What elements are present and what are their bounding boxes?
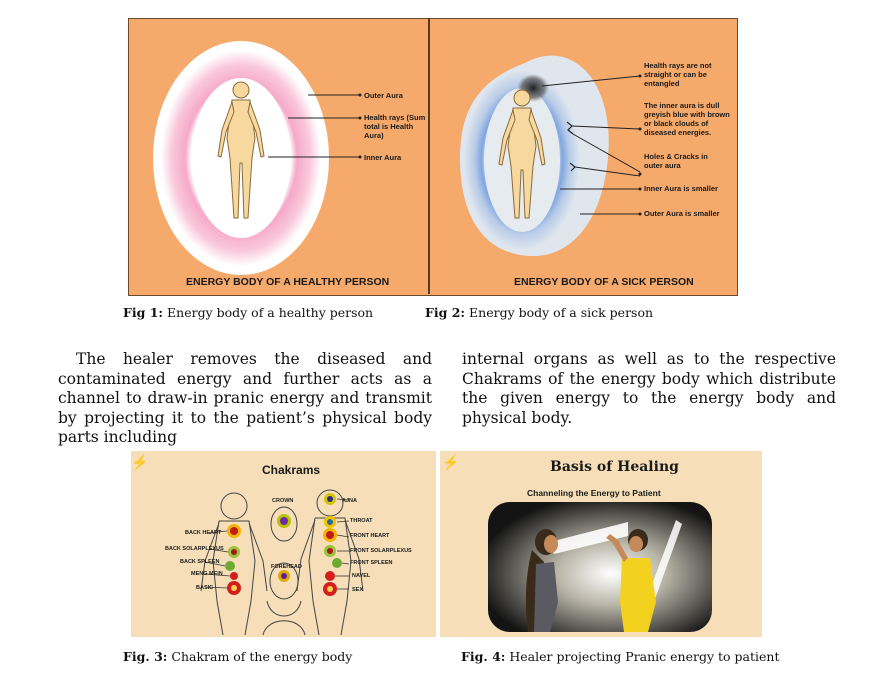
- healing-illustration: [488, 502, 712, 632]
- healthy-energy-body-illustration: [153, 41, 362, 275]
- fig3-title: Chakrams: [262, 463, 321, 477]
- chakram-illustration: [200, 489, 364, 636]
- panel-divider: [428, 18, 430, 294]
- fig4-title: Basis of Healing: [550, 459, 679, 475]
- chakra-label-back-solarplexus: BACK SOLARPLEXUS: [165, 546, 224, 552]
- pendant-icon-2: ⚡: [442, 455, 460, 471]
- fig3-caption-number: Fig. 3:: [123, 649, 168, 664]
- chakra-label-throat: THROAT: [350, 518, 373, 524]
- chakra-label-meng-mein: MENG MEIN: [191, 571, 223, 577]
- healthy-panel-title: ENERGY BODY OF A HEALTHY PERSON: [186, 276, 390, 288]
- chakra-label-front-heart: FRONT HEART: [350, 533, 390, 539]
- fig2-caption-number: Fig 2:: [425, 305, 466, 320]
- chakra-label-sex: SEX: [352, 587, 364, 593]
- body-text-left: The healer removes the diseased and cont…: [58, 350, 432, 446]
- chakra-label-basic: BASIC: [196, 585, 214, 591]
- fig1-caption-text: Energy body of a healthy person: [167, 305, 374, 320]
- fig4-caption-number: Fig. 4:: [461, 649, 506, 664]
- label-inner-aura: Inner Aura: [364, 153, 402, 162]
- label-outer-aura: Outer Aura: [364, 91, 403, 100]
- fig4-caption-text: Healer projecting Pranic energy to patie…: [509, 649, 780, 664]
- chakra-label-ajna: AJNA: [342, 498, 357, 504]
- sick-panel-title: ENERGY BODY OF A SICK PERSON: [514, 276, 694, 288]
- label-rays-entangled: Health rays are not straight or can be e…: [644, 61, 712, 88]
- label-holes-cracks: Holes & Cracks in outer aura: [644, 152, 708, 170]
- label-outer-aura-smaller: Outer Aura is smaller: [644, 209, 720, 218]
- chakra-label-navel: NAVEL: [352, 573, 371, 579]
- body-text-right: internal organs as well as to the respec…: [462, 350, 836, 427]
- chakra-label-back-heart: BACK HEART: [185, 530, 222, 536]
- fig2-caption: Fig 2: Energy body of a sick person: [425, 305, 653, 320]
- fig1-caption: Fig 1: Energy body of a healthy person: [123, 305, 373, 320]
- chakra-label-front-spleen: FRONT SPLEEN: [350, 560, 393, 566]
- fig4-subtitle: Channeling the Energy to Patient: [527, 488, 661, 498]
- fig4-caption: Fig. 4: Healer projecting Pranic energy …: [461, 649, 779, 664]
- fig1-caption-number: Fig 1:: [123, 305, 164, 320]
- chakra-label-crown: CROWN: [272, 498, 294, 504]
- fig3-panel: [131, 451, 436, 637]
- pendant-icon: ⚡: [131, 455, 149, 471]
- fig3-caption: Fig. 3: Chakram of the energy body: [123, 649, 352, 664]
- label-inner-aura-dull: The inner aura is dull greyish blue with…: [644, 101, 730, 137]
- sick-energy-body-illustration: [460, 55, 642, 257]
- label-inner-aura-smaller: Inner Aura is smaller: [644, 184, 718, 193]
- chakra-label-back-spleen: BACK SPLEEN: [180, 559, 220, 565]
- fig2-caption-text: Energy body of a sick person: [469, 305, 654, 320]
- label-health-rays: Health rays (Sum total is Health Aura): [364, 113, 426, 140]
- chakra-label-forehead: FOREHEAD: [271, 564, 302, 570]
- fig3-caption-text: Chakram of the energy body: [171, 649, 353, 664]
- chakra-label-front-solarplexus: FRONT SOLARPLEXUS: [350, 548, 412, 554]
